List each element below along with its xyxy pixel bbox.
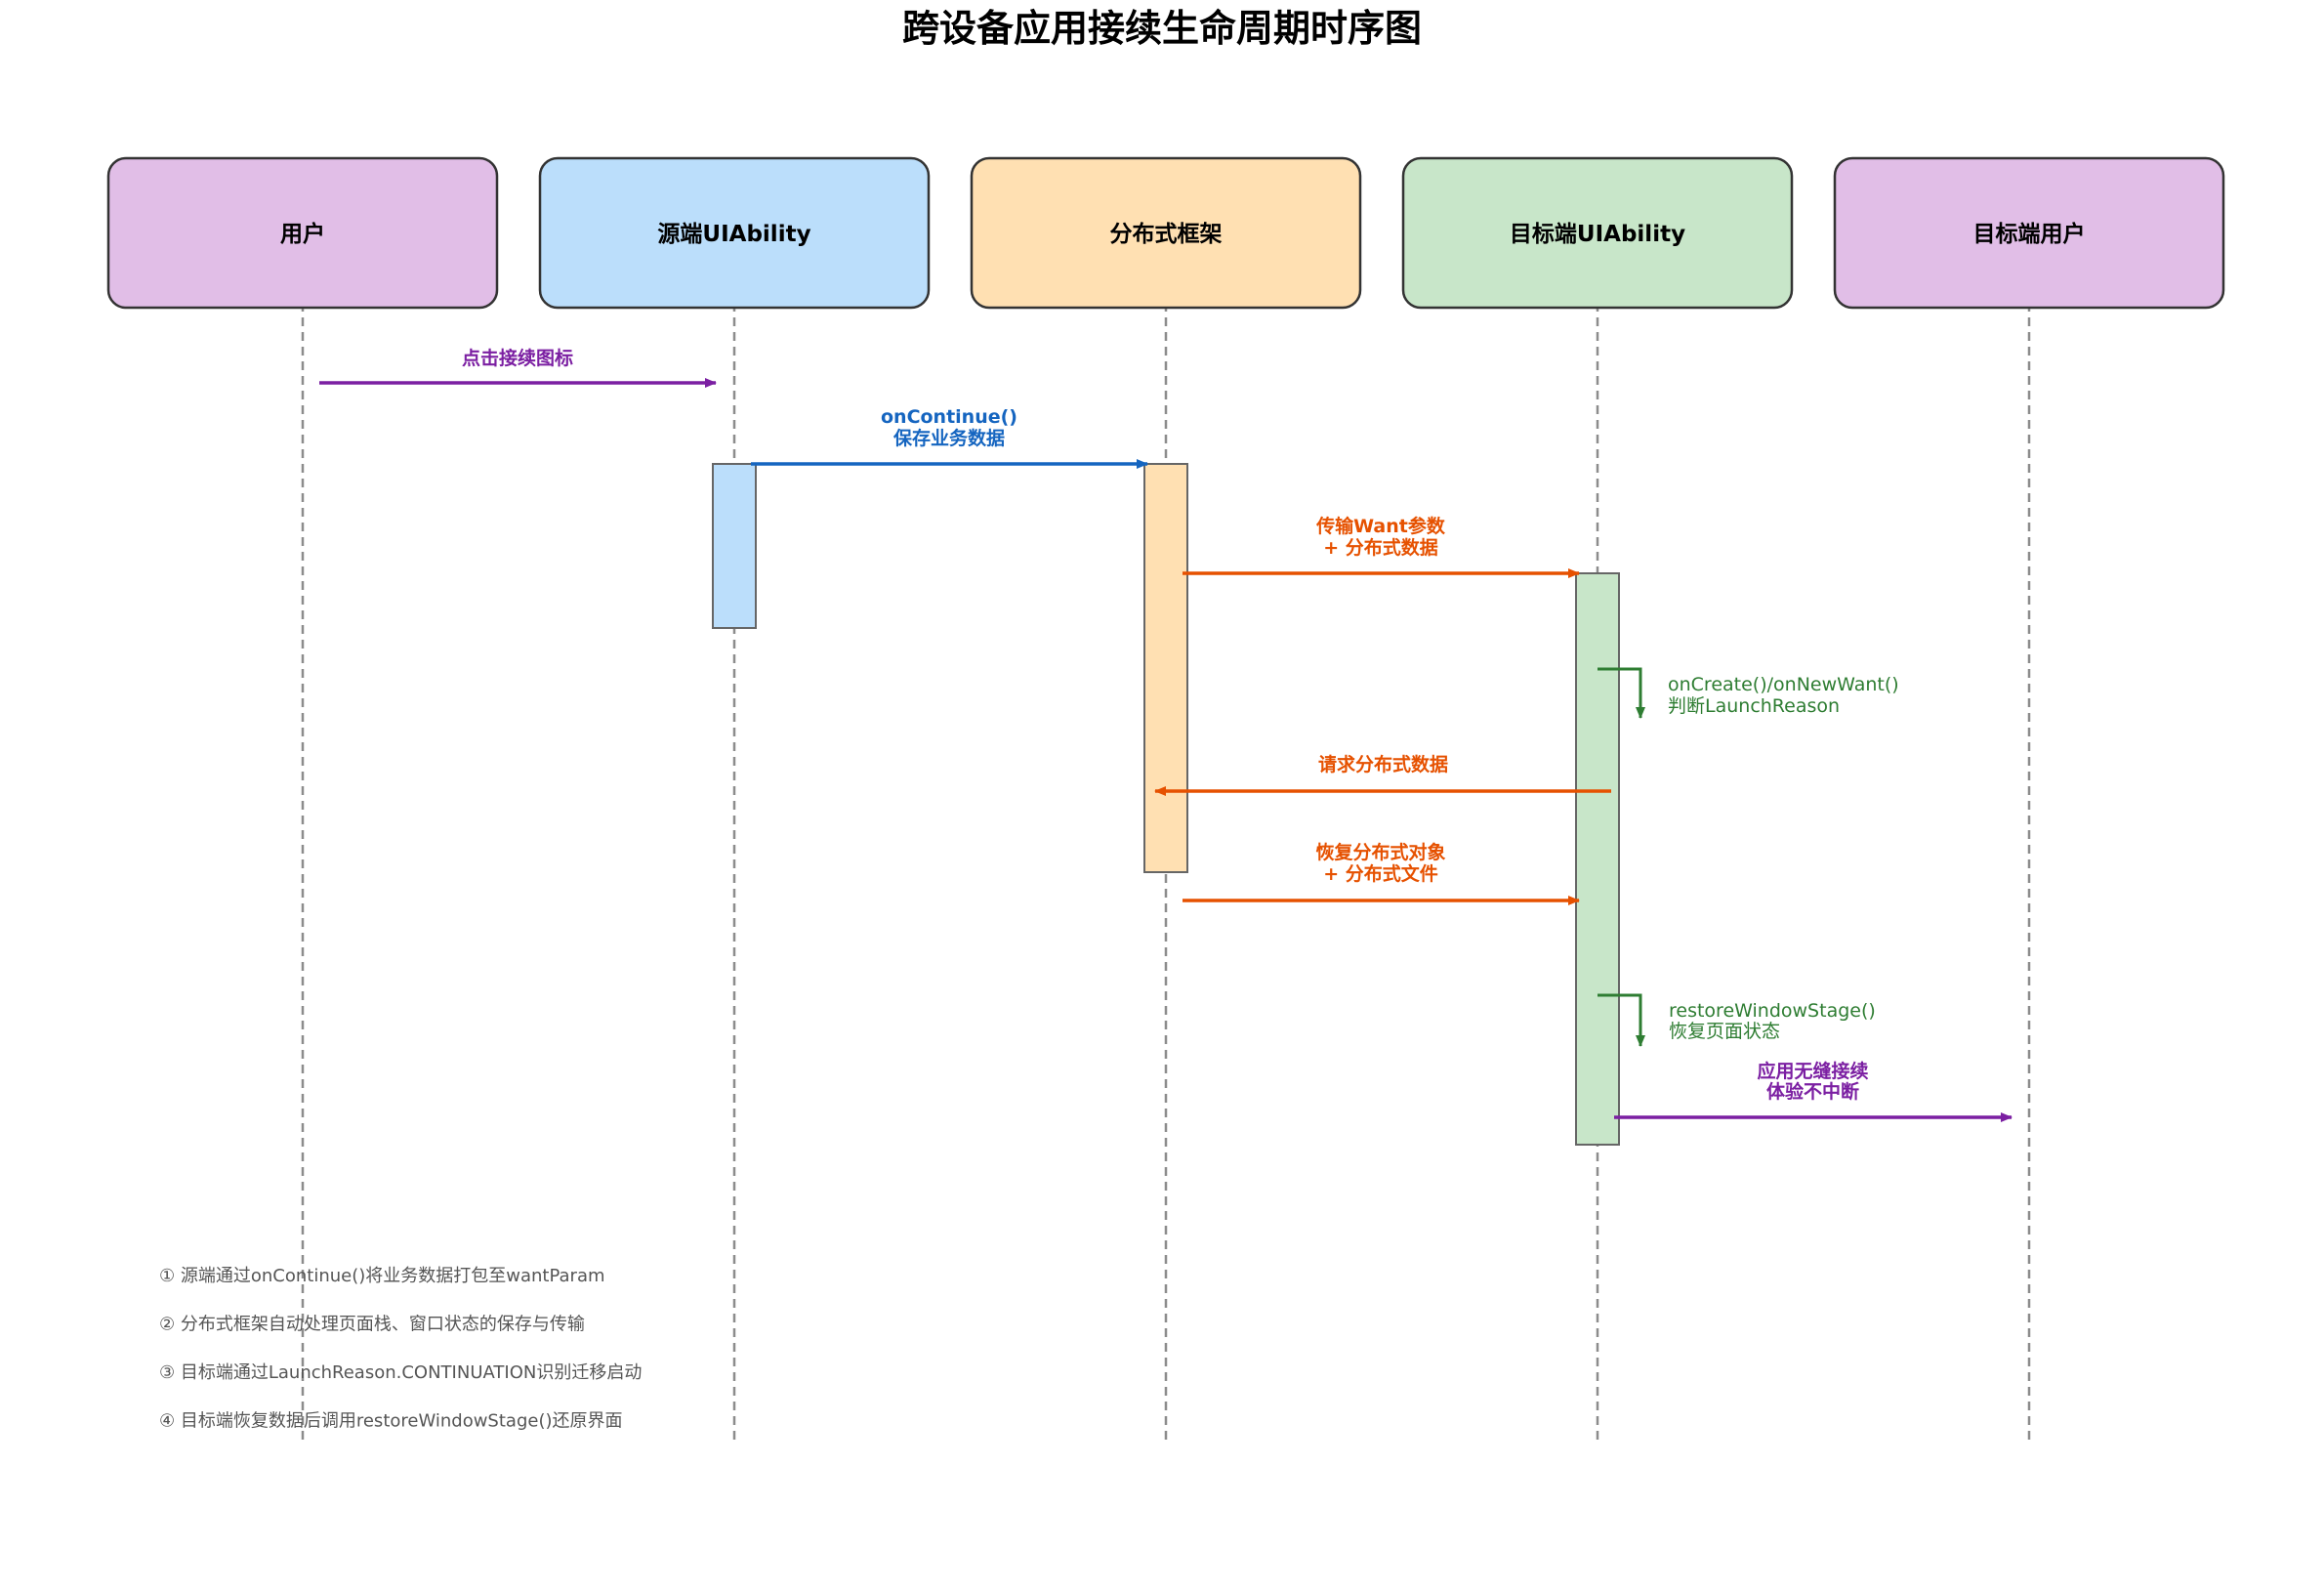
msg-transfer-want-label-1: + 分布式数据 [1323, 536, 1438, 559]
actor-box-framework [970, 156, 1362, 310]
actor-label-target: 目标端UIAbility [1510, 222, 1685, 247]
actor-label-source: 源端UIAbility [657, 222, 810, 247]
self-restore-window: restoreWindowStage()恢复页面状态 [1598, 993, 1876, 1047]
activation-target [1575, 572, 1620, 1146]
msg-request-data: 请求分布式数据 [1154, 753, 1611, 796]
self-oncreate-label-1: 判断LaunchReason [1668, 695, 1840, 717]
activation-framework [1143, 463, 1188, 873]
note-4: ④ 目标端恢复数据后调用restoreWindowStage()还原界面 [159, 1411, 623, 1432]
actor-box-target [1401, 156, 1794, 310]
msg-oncontinue-label-0: onContinue() [881, 406, 1017, 428]
msg-oncontinue-label-1: 保存业务数据 [892, 427, 1005, 449]
actor-label-user: 用户 [280, 221, 325, 247]
self-restore-window-label-1: 恢复页面状态 [1669, 1021, 1780, 1042]
actor-label-target_user: 目标端用户 [1973, 221, 2086, 247]
msg-tap-icon-label-0: 点击接续图标 [462, 347, 573, 369]
activation-source [712, 463, 757, 629]
self-restore-window-label-0: restoreWindowStage() [1669, 1000, 1876, 1022]
actor-source: 源端UIAbility [538, 156, 931, 310]
actor-label-framework: 分布式框架 [1110, 221, 1223, 247]
msg-transfer-want-label-0: 传输Want参数 [1315, 515, 1446, 537]
msg-restore-objects-label-1: + 分布式文件 [1323, 862, 1438, 885]
note-3: ③ 目标端通过LaunchReason.CONTINUATION识别迁移启动 [159, 1362, 642, 1383]
msg-tap-icon: 点击接续图标 [319, 347, 717, 388]
actor-user: 用户 [106, 156, 499, 310]
actor-box-user [106, 156, 499, 310]
msg-request-data-label-0: 请求分布式数据 [1318, 753, 1448, 775]
actor-box-source [538, 156, 931, 310]
note-2: ② 分布式框架自动处理页面栈、窗口状态的保存与传输 [159, 1315, 585, 1335]
msg-transfer-want: 传输Want参数+ 分布式数据 [1183, 515, 1580, 578]
actor-framework: 分布式框架 [970, 156, 1362, 310]
msg-oncontinue: onContinue()保存业务数据 [751, 406, 1148, 469]
actor-target: 目标端UIAbility [1401, 156, 1794, 310]
msg-seamless-label-0: 应用无缝接续 [1757, 1060, 1868, 1082]
msg-seamless-label-1: 体验不中断 [1766, 1080, 1859, 1103]
self-oncreate-arrow [1598, 667, 1645, 719]
note-1: ① 源端通过onContinue()将业务数据打包至wantParam [159, 1266, 605, 1286]
msg-restore-objects-label-0: 恢复分布式对象 [1315, 841, 1445, 863]
actor-box-target_user [1833, 156, 2225, 310]
diagram-title: 跨设备应用接续生命周期时序图 [902, 6, 1422, 50]
self-oncreate-label-0: onCreate()/onNewWant() [1668, 674, 1899, 695]
self-restore-window-arrow [1598, 993, 1645, 1047]
self-oncreate: onCreate()/onNewWant()判断LaunchReason [1598, 667, 1899, 719]
actor-target_user: 目标端用户 [1833, 156, 2225, 310]
msg-restore-objects: 恢复分布式对象+ 分布式文件 [1183, 841, 1580, 905]
